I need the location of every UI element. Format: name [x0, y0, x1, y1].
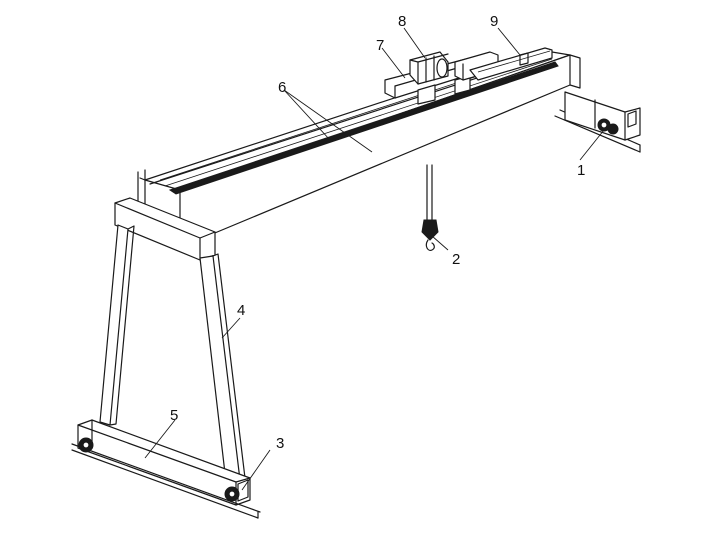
callout-3: 3 — [276, 435, 284, 452]
callout-5: 5 — [170, 407, 178, 424]
callout-6: 6 — [278, 79, 286, 96]
hook-block — [421, 164, 439, 251]
callout-9: 9 — [490, 13, 498, 30]
callout-7: 7 — [376, 37, 384, 54]
callout-8: 8 — [398, 13, 406, 30]
wheels — [78, 437, 249, 502]
callout-4: 4 — [237, 302, 245, 319]
callout-1: 1 — [577, 162, 585, 179]
callout-2: 2 — [452, 251, 460, 268]
leg-right-post — [199, 253, 246, 483]
trolley — [384, 47, 553, 105]
leader-lines — [144, 27, 605, 491]
leg-left-post — [99, 224, 135, 426]
right-end-carriage — [564, 91, 641, 141]
leg-top-beam — [114, 197, 216, 261]
